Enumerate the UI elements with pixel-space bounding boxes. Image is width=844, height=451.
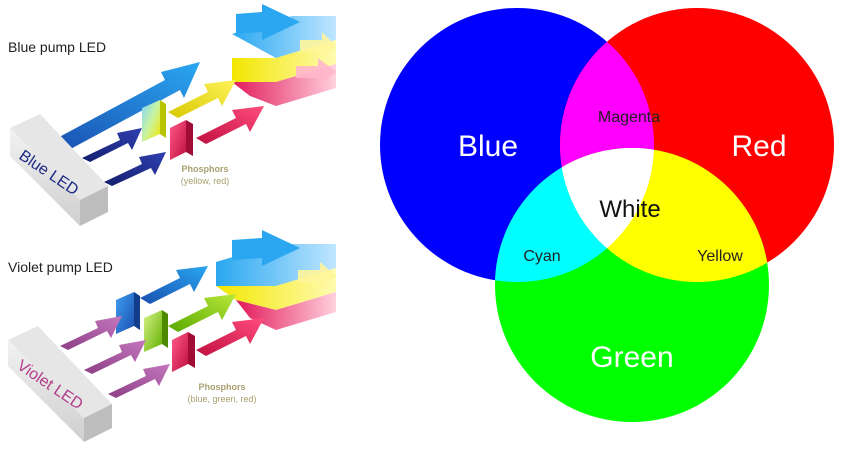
- violet-pump-led-title: Violet pump LED: [8, 259, 113, 275]
- red-light-arrow: [196, 106, 264, 144]
- violet-pump-arrow-1: [60, 316, 122, 350]
- venn-label-cyan: Cyan: [523, 248, 560, 265]
- phosphors-title-bottom: Phosphors: [198, 382, 245, 392]
- venn-label-yellow: Yellow: [697, 248, 743, 265]
- venn-label-red: Red: [731, 130, 786, 163]
- blue-pump-led-diagram: Blue pump LED: [8, 4, 336, 226]
- violet-led-block: Violet LED: [8, 326, 112, 442]
- blue-pump-led-title: Blue pump LED: [8, 39, 106, 55]
- cyan-overlap: [495, 148, 654, 282]
- green-output-arrow: [168, 294, 236, 332]
- phosphors-title-top: Phosphors: [181, 164, 228, 174]
- yellow-light-arrow: [168, 80, 236, 118]
- phosphor-blocks-bottom: [116, 292, 195, 372]
- pump-arrow-2: [104, 152, 166, 186]
- white-light-beam-bottom: [216, 230, 336, 330]
- rgb-venn-diagram: Blue Red Green Magenta White Cyan Yellow: [380, 8, 834, 422]
- violet-pump-arrow-2: [84, 340, 146, 374]
- venn-label-blue: Blue: [458, 130, 518, 163]
- venn-label-white: White: [599, 196, 660, 223]
- blue-output-arrow: [140, 266, 208, 304]
- blue-light-arrow: [50, 62, 200, 152]
- violet-pump-arrow-3: [108, 364, 170, 398]
- venn-label-magenta: Magenta: [598, 109, 660, 126]
- phosphors-detail-top: (yellow, red): [181, 176, 230, 186]
- venn-label-green: Green: [590, 341, 673, 374]
- blue-led-block: Blue LED: [10, 114, 108, 226]
- red-output-arrow: [196, 318, 264, 356]
- phosphor-blocks-top: [142, 100, 193, 160]
- violet-pump-led-diagram: Violet pump LED: [8, 230, 336, 442]
- white-light-beam-top: [232, 4, 336, 106]
- phosphors-detail-bottom: (blue, green, red): [187, 394, 256, 404]
- pump-arrow-1: [82, 128, 142, 162]
